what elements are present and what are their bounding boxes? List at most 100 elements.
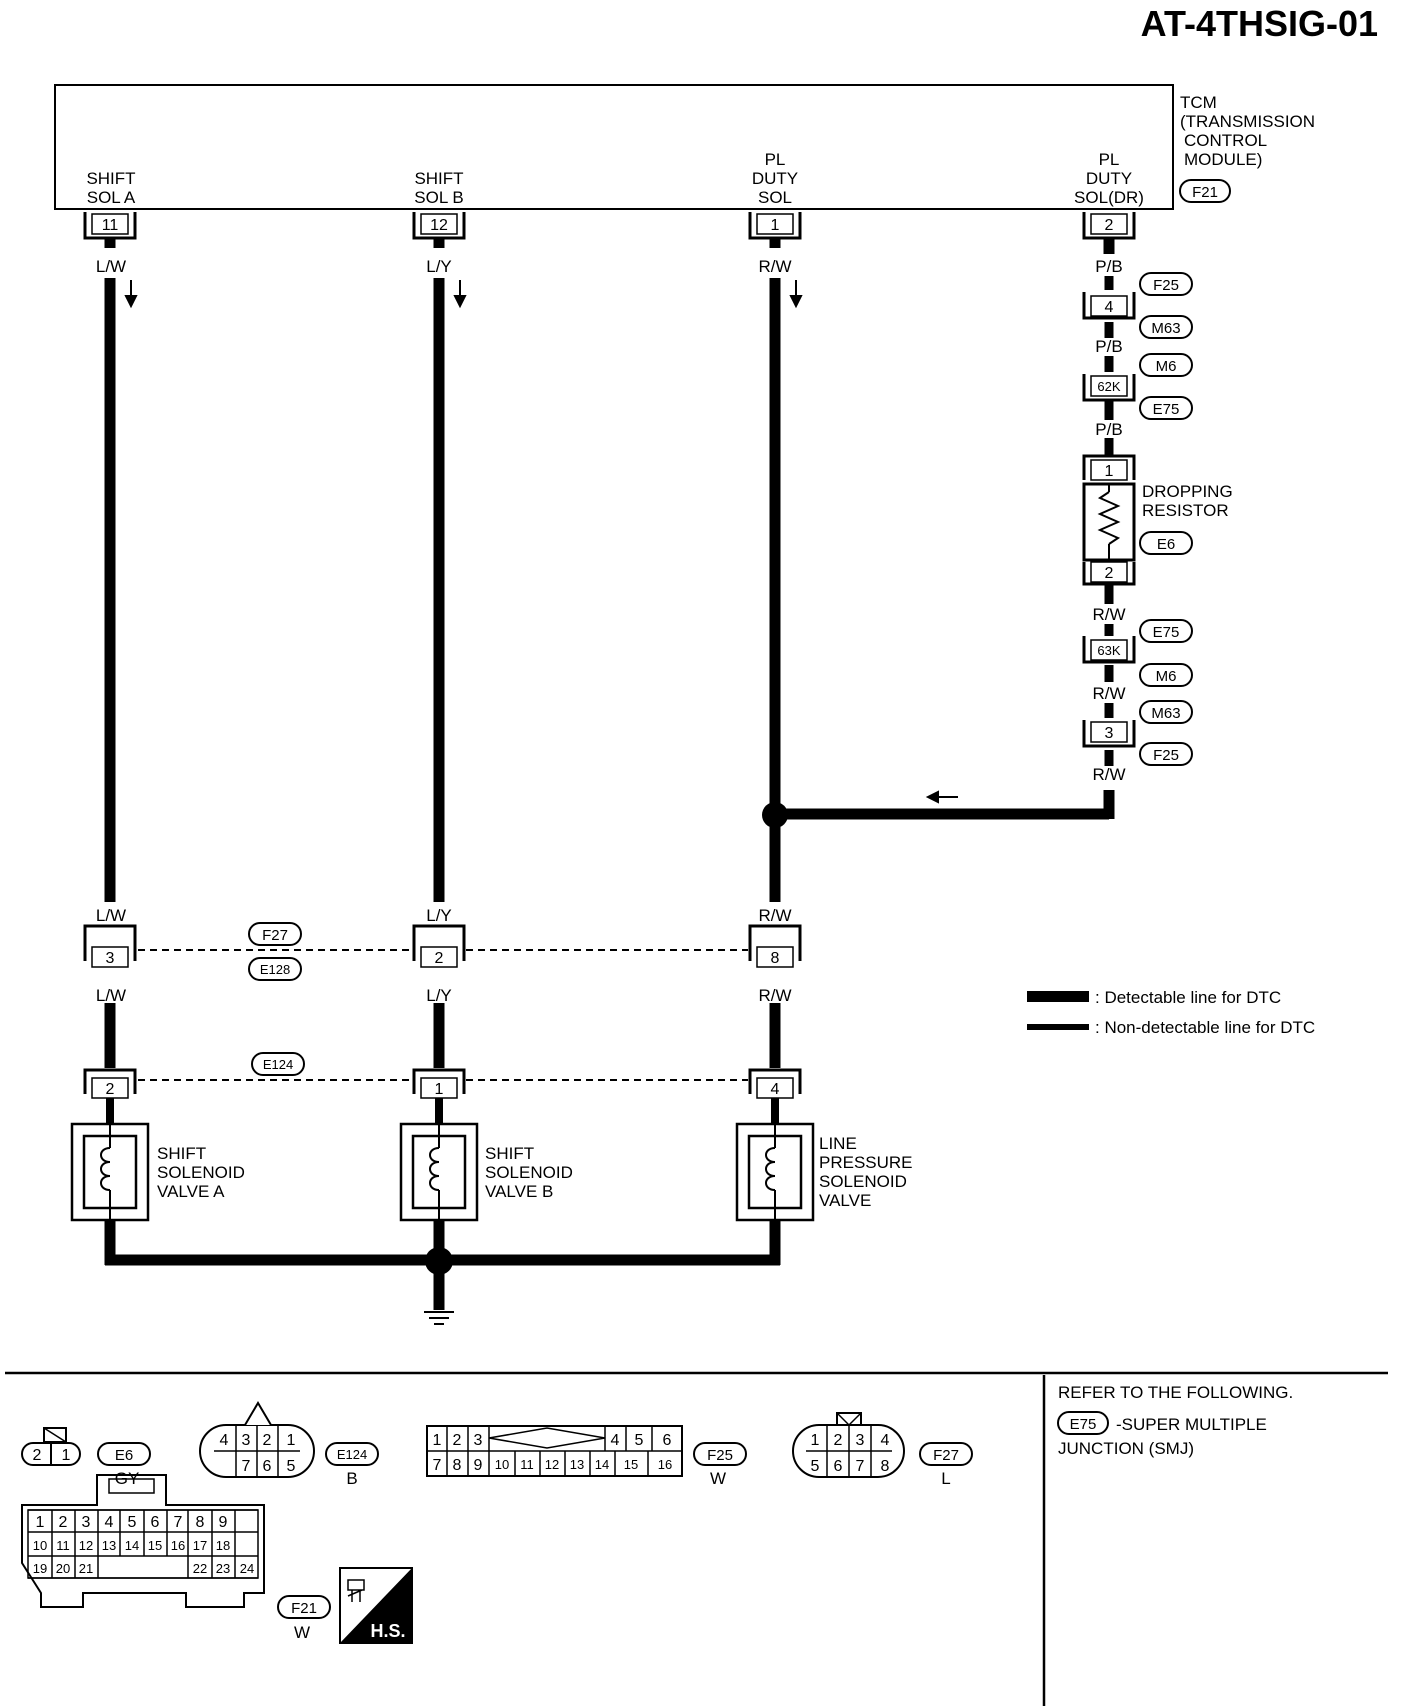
wire-label-rw-mid-top: R/W <box>758 906 791 925</box>
wire-label-lw-top: L/W <box>96 257 126 276</box>
svg-text:4: 4 <box>881 1432 890 1449</box>
tag-m6-b: M6 <box>1139 663 1193 687</box>
legend-non-detectable-label: : Non-detectable line for DTC <box>1095 1018 1315 1037</box>
wire-label-rw-5: R/W <box>1092 684 1125 703</box>
svg-text:6: 6 <box>151 1514 160 1531</box>
svg-text:19: 19 <box>33 1561 47 1576</box>
ground-junction <box>425 1247 453 1275</box>
wire-label-rw-mid-bot: R/W <box>758 986 791 1005</box>
svg-text:7: 7 <box>856 1458 865 1475</box>
current-direction-arrows <box>124 280 958 804</box>
svg-text:DUTY: DUTY <box>752 169 798 188</box>
svg-text:F21: F21 <box>291 1600 317 1617</box>
tcm-pin-12: 12 <box>412 212 466 240</box>
svg-text:16: 16 <box>171 1538 185 1553</box>
svg-text:3: 3 <box>856 1432 865 1449</box>
svg-text:M6: M6 <box>1156 668 1177 685</box>
connector-view-f21: 1 2 3 4 5 6 7 8 9 10 11 12 13 14 15 16 1… <box>21 1474 331 1642</box>
svg-text:B: B <box>346 1469 357 1488</box>
wire-label-pb-3: P/B <box>1095 420 1122 439</box>
svg-text:15: 15 <box>148 1538 162 1553</box>
svg-text:F25: F25 <box>1153 277 1179 294</box>
tag-f25-b: F25 <box>1139 742 1193 766</box>
mid-connector-dashes <box>138 949 748 1081</box>
legend-detectable-swatch <box>1027 991 1089 1002</box>
svg-text:VALVE A: VALVE A <box>157 1182 225 1201</box>
tag-e6: E6 <box>1139 531 1193 555</box>
svg-text:SOLENOID: SOLENOID <box>157 1163 245 1182</box>
wire-label-ly-mid-top: L/Y <box>426 906 452 925</box>
svg-text:2: 2 <box>106 1081 115 1098</box>
svg-text:SOLENOID: SOLENOID <box>485 1163 573 1182</box>
svg-text:7: 7 <box>433 1457 442 1474</box>
svg-text:11: 11 <box>56 1538 70 1553</box>
solenoid-a-label: SHIFT SOLENOID VALVE A <box>157 1144 245 1201</box>
shift-solenoid-valve-a <box>70 1098 150 1222</box>
svg-text:4: 4 <box>1105 299 1114 316</box>
svg-text:PL: PL <box>1099 150 1120 169</box>
svg-text:13: 13 <box>570 1457 584 1472</box>
tag-m63-b: M63 <box>1139 700 1193 724</box>
svg-text:17: 17 <box>193 1538 207 1553</box>
svg-text:5: 5 <box>128 1514 137 1531</box>
svg-text:22: 22 <box>193 1561 207 1576</box>
svg-text:MODULE): MODULE) <box>1184 150 1262 169</box>
shift-solenoid-valve-b <box>399 1098 479 1222</box>
wire-label-rw-6: R/W <box>1092 765 1125 784</box>
svg-text:-SUPER MULTIPLE: -SUPER MULTIPLE <box>1116 1415 1267 1434</box>
legend: : Detectable line for DTC : Non-detectab… <box>1027 988 1315 1037</box>
svg-text:3: 3 <box>1105 725 1114 742</box>
svg-text:SHIFT: SHIFT <box>86 169 135 188</box>
svg-text:4: 4 <box>771 1081 780 1098</box>
svg-text:LINE: LINE <box>819 1134 857 1153</box>
tag-e124: E124 <box>251 1052 305 1076</box>
solenoid-b-label: SHIFT SOLENOID VALVE B <box>485 1144 573 1201</box>
line-pressure-solenoid-valve <box>735 1098 815 1222</box>
svg-text:1: 1 <box>771 217 780 234</box>
svg-text:E6: E6 <box>115 1447 133 1464</box>
svg-text:9: 9 <box>219 1514 228 1531</box>
svg-text:5: 5 <box>287 1458 296 1475</box>
svg-text:5: 5 <box>811 1458 820 1475</box>
svg-text:E124: E124 <box>337 1447 367 1462</box>
svg-text:3: 3 <box>474 1432 483 1449</box>
svg-text:F25: F25 <box>1153 747 1179 764</box>
svg-text:12: 12 <box>430 217 448 234</box>
svg-text:E75: E75 <box>1070 1416 1097 1433</box>
svg-text:PL: PL <box>765 150 786 169</box>
svg-text:2: 2 <box>33 1447 42 1464</box>
ground-icon <box>424 1311 454 1325</box>
tcm-label: TCM (TRANSMISSION CONTROL MODULE) <box>1180 93 1315 169</box>
svg-text:2: 2 <box>834 1432 843 1449</box>
tag-e128: E128 <box>248 957 302 981</box>
wire-label-ly-top: L/Y <box>426 257 452 276</box>
splice-junction <box>762 802 788 828</box>
tcm-connector-tag: F21 <box>1179 179 1231 203</box>
svg-text:14: 14 <box>125 1538 139 1553</box>
valve-connector-pin-2: 2 <box>83 1068 137 1099</box>
svg-text:7: 7 <box>242 1458 251 1475</box>
svg-text:18: 18 <box>216 1538 230 1553</box>
svg-text:21: 21 <box>79 1561 93 1576</box>
svg-text:2: 2 <box>263 1432 272 1449</box>
legend-non-detectable-swatch <box>1027 1024 1089 1030</box>
svg-text:RESISTOR: RESISTOR <box>1142 501 1229 520</box>
svg-text:E124: E124 <box>263 1057 293 1072</box>
svg-text:3: 3 <box>106 950 115 967</box>
terminal-shift-sol-a-label: SHIFT SOL A <box>86 169 135 207</box>
svg-text:1: 1 <box>811 1432 820 1449</box>
mid-connector-pin-3: 3 <box>83 924 137 968</box>
svg-text:W: W <box>710 1469 726 1488</box>
svg-text:SOL: SOL <box>758 188 792 207</box>
wire-label-lw-mid-top: L/W <box>96 906 126 925</box>
terminal-pl-duty-sol-dr-label: PL DUTY SOL(DR) <box>1074 150 1144 207</box>
svg-text:L: L <box>941 1469 950 1488</box>
svg-text:14: 14 <box>595 1457 609 1472</box>
svg-text:SHIFT: SHIFT <box>157 1144 206 1163</box>
svg-text:10: 10 <box>495 1457 509 1472</box>
svg-text:3: 3 <box>82 1514 91 1531</box>
tag-m63-a: M63 <box>1139 315 1193 339</box>
svg-text:8: 8 <box>453 1457 462 1474</box>
svg-text:F27: F27 <box>262 927 288 944</box>
